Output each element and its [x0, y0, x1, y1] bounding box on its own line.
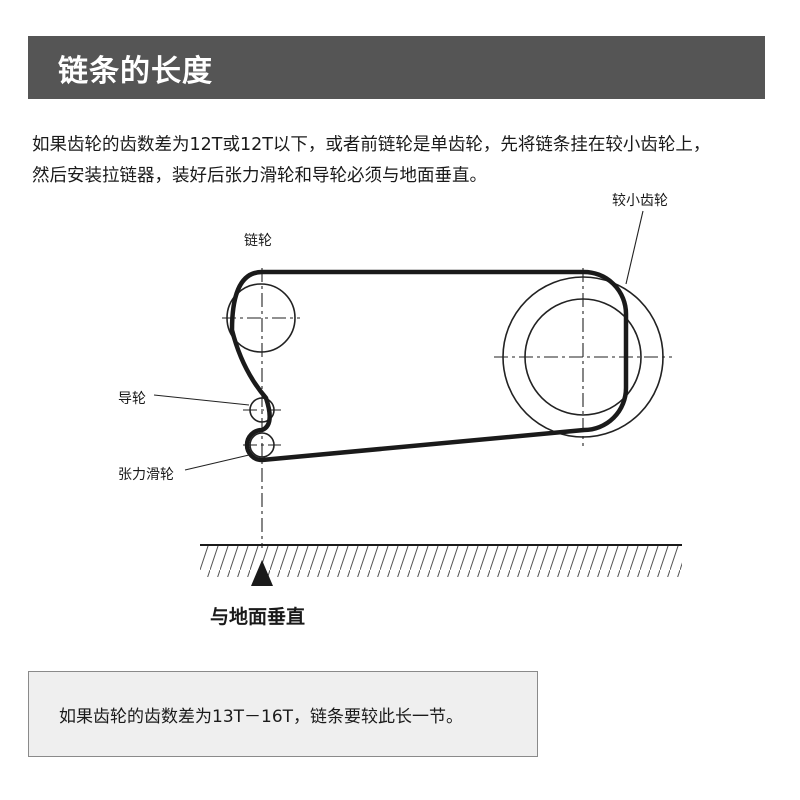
small-cog-leader: [625, 210, 644, 285]
label-small-cog: 较小齿轮: [612, 193, 668, 209]
page-title: 链条的长度: [28, 36, 765, 99]
label-tension-pulley: 张力滑轮: [118, 466, 174, 483]
note-text: 如果齿轮的齿数差为13T－16T，链条要较此长一节。: [59, 706, 464, 727]
intro-line-2: 然后安装拉链器，装好后张力滑轮和导轮必须与地面垂直。: [32, 166, 487, 186]
page-title-text: 链条的长度: [58, 53, 213, 89]
intro-paragraph: 如果齿轮的齿数差为12T或12T以下，或者前链轮是单齿轮，先将链条挂在较小齿轮上…: [32, 130, 777, 192]
label-guide-pulley: 导轮: [118, 391, 146, 407]
ground-hatch: [200, 545, 682, 577]
intro-line-1: 如果齿轮的齿数差为12T或12T以下，或者前链轮是单齿轮，先将链条挂在较小齿轮上…: [32, 135, 711, 155]
center-lines: [222, 268, 672, 548]
label-chainring: 链轮: [244, 233, 272, 249]
note-box: 如果齿轮的齿数差为13T－16T，链条要较此长一节。: [28, 671, 538, 757]
label-perpendicular: 与地面垂直: [210, 605, 305, 628]
guide-pulley-leader: [153, 394, 250, 406]
perpendicular-marker: [251, 560, 273, 586]
tension-pulley-leader: [184, 454, 250, 471]
chain-loop: [229, 269, 629, 463]
